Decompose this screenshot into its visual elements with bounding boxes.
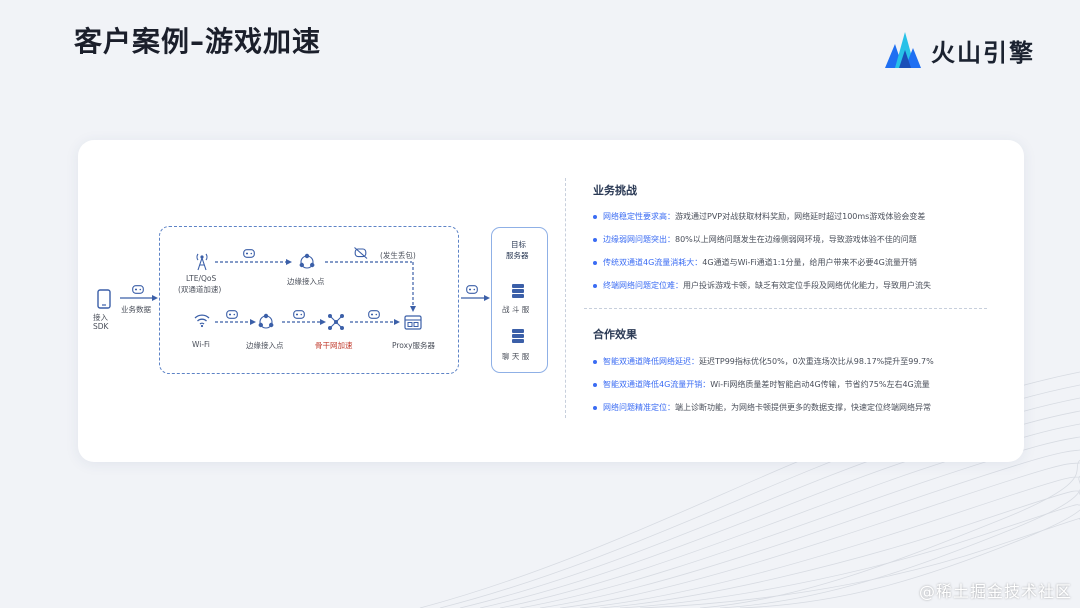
- volcano-logo-icon: [885, 32, 921, 68]
- gamepad-icon: [368, 310, 380, 319]
- cell-tower-icon: [196, 253, 208, 271]
- gamepad-icon: [243, 249, 255, 258]
- results-title: 合作效果: [593, 328, 637, 341]
- target-server-box: [491, 227, 548, 373]
- edge-node-label-top: 边缘接入点: [287, 277, 325, 286]
- phone-icon: [97, 289, 111, 309]
- list-item: 边缘弱网问题突出：80%以上网络问题发生在边缘侧弱网环境，导致游戏体验不佳的问题: [593, 235, 931, 245]
- backbone-label: 骨干网加速: [315, 341, 353, 350]
- proxy-label: Proxy服务器: [392, 341, 436, 350]
- packet-loss-label: (发生丢包): [380, 251, 416, 260]
- target-label-1: 目标: [511, 240, 526, 249]
- wifi-icon: [194, 314, 210, 328]
- brand-name: 火山引擎: [931, 38, 1035, 67]
- vertical-divider: [565, 178, 566, 418]
- gamepad-blocked-icon: [354, 247, 368, 259]
- network-backbone-icon: [328, 314, 344, 330]
- lte-label: LTE/QoS: [186, 274, 217, 283]
- page-title: 客户案例–游戏加速: [74, 25, 322, 58]
- business-data-label: 业务数据: [121, 305, 151, 314]
- list-item: 终端网络问题定位难：用户投诉游戏卡顿，缺乏有效定位手段及网络优化能力，导致用户流…: [593, 281, 931, 291]
- list-item: 智能双通道降低网络延迟：延迟TP99指标优化50%，0次重连场次比从98.17%…: [593, 357, 934, 367]
- edge-node-label-bottom: 边缘接入点: [246, 341, 284, 350]
- challenges-list: 网络稳定性要求高：游戏通过PVP对战获取材料奖励，网络延时超过100ms游戏体验…: [593, 212, 931, 304]
- chat-server-label: 聊 天 服: [502, 352, 530, 361]
- target-label-2: 服务器: [506, 251, 529, 260]
- watermark: @稀土掘金技术社区: [918, 582, 1072, 601]
- brand-logo: 火山引擎: [883, 30, 1035, 70]
- edge-node-icon: [299, 253, 315, 269]
- sdk-label-1: 接入: [93, 313, 108, 322]
- content-card: [78, 140, 1024, 462]
- horizontal-divider: [584, 308, 987, 309]
- wifi-label: Wi-Fi: [192, 340, 210, 349]
- challenges-title: 业务挑战: [593, 184, 637, 197]
- gamepad-icon: [293, 310, 305, 319]
- proxy-server-icon: [404, 315, 422, 330]
- acceleration-boundary: [159, 226, 459, 374]
- list-item: 传统双通道4G流量消耗大：4G通道与Wi-Fi通道1:1分量，给用户带来不必要4…: [593, 258, 931, 268]
- lte-sub-label: (双通道加速): [178, 285, 222, 294]
- sdk-label-2: SDK: [93, 322, 109, 331]
- server-icon: [512, 284, 524, 298]
- gamepad-icon: [226, 310, 238, 319]
- list-item: 网络问题精准定位：端上诊断功能，为网络卡顿提供更多的数据支撑，快速定位终端网络异…: [593, 403, 934, 413]
- results-list: 智能双通道降低网络延迟：延迟TP99指标优化50%，0次重连场次比从98.17%…: [593, 357, 934, 426]
- server-icon: [512, 329, 524, 343]
- gamepad-icon: [132, 285, 144, 294]
- edge-node-icon: [258, 313, 274, 329]
- gamepad-icon: [466, 285, 478, 294]
- list-item: 智能双通道降低4G流量开销：Wi-Fi网络质量差时智能启动4G传输，节省约75%…: [593, 380, 934, 390]
- list-item: 网络稳定性要求高：游戏通过PVP对战获取材料奖励，网络延时超过100ms游戏体验…: [593, 212, 931, 222]
- battle-server-label: 战 斗 服: [502, 305, 530, 314]
